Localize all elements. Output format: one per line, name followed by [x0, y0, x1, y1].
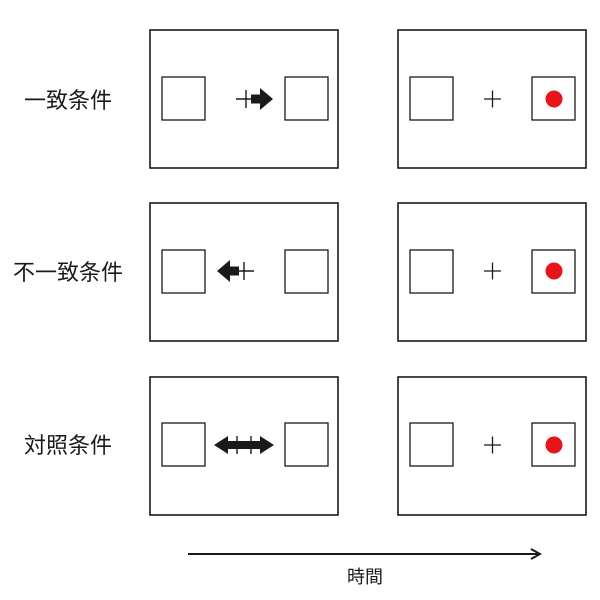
cue-frame	[149, 202, 339, 342]
target-dot	[545, 262, 563, 280]
cue-frame	[149, 29, 339, 169]
time-label: 時間	[347, 567, 383, 588]
cue-frame	[149, 376, 339, 516]
left-box	[409, 76, 454, 121]
cue-arrow-left	[217, 260, 254, 282]
time-axis: 時間	[188, 554, 540, 588]
fixation-cross	[484, 436, 501, 454]
condition-label: 不一致条件	[13, 261, 123, 286]
fixation-cross	[484, 262, 501, 280]
target-frame	[397, 29, 587, 169]
right-box	[284, 76, 329, 121]
target-frame	[397, 376, 587, 516]
right-box	[284, 249, 329, 294]
left-box	[409, 249, 454, 294]
cue-arrow-both	[214, 436, 274, 454]
left-box	[161, 76, 206, 121]
fixation-cross	[484, 90, 501, 108]
condition-row-congruent: 一致条件	[24, 29, 587, 169]
right-box	[284, 422, 329, 467]
condition-row-incongruent: 不一致条件	[13, 202, 587, 342]
left-box	[161, 249, 206, 294]
target-frame	[397, 202, 587, 342]
condition-row-control: 対照条件	[24, 376, 587, 516]
target-dot	[545, 436, 563, 454]
target-dot	[545, 90, 563, 108]
left-box	[409, 422, 454, 467]
condition-label: 一致条件	[24, 89, 112, 114]
condition-label: 対照条件	[24, 434, 112, 459]
left-box	[161, 422, 206, 467]
cue-arrow-right	[236, 88, 273, 110]
